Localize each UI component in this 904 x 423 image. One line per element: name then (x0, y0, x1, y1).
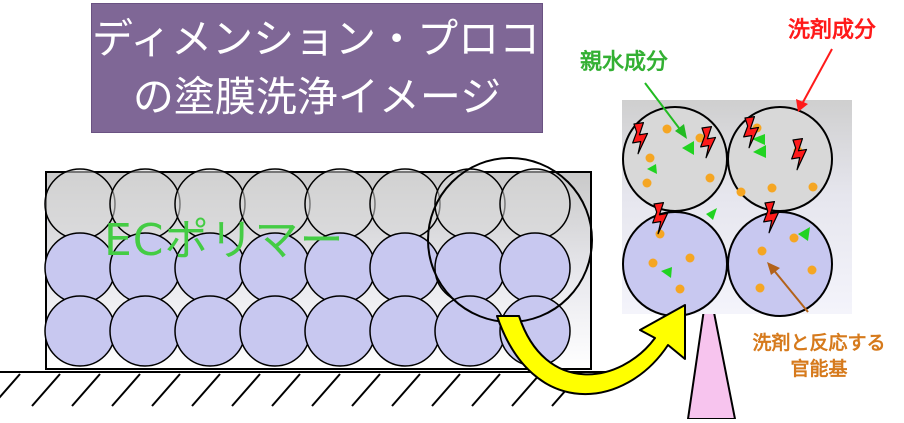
particle-dot (767, 183, 777, 193)
particle-dot (675, 284, 685, 294)
hatch-line (271, 373, 301, 407)
particle-dot (789, 233, 799, 243)
title-line-2: の塗膜洗浄イメージ (132, 73, 502, 121)
ground-hatching (0, 373, 581, 407)
title-line-1: ディメンション・プロコート (92, 15, 623, 63)
hatch-line (231, 373, 261, 407)
detergent-label: 洗剤成分 (788, 18, 877, 43)
reactive-label-line-2: 官能基 (790, 358, 848, 380)
lower-sphere (369, 295, 441, 367)
title-box: ディメンション・プロコート の塗膜洗浄イメージ (91, 3, 623, 133)
zoom-spheres (622, 106, 833, 317)
hatch-line (351, 373, 381, 407)
lower-zoom-sphere (727, 211, 833, 317)
lower-sphere (434, 295, 506, 367)
detergent-lightning (743, 116, 760, 149)
lower-sphere (44, 295, 116, 367)
hatch-line (471, 373, 501, 407)
detergent-lightning (632, 122, 649, 155)
hydrophilic-wedge (647, 164, 657, 174)
hatch-line (111, 373, 141, 407)
callout-arrows (644, 48, 833, 313)
hatch-line (71, 373, 101, 407)
hatch-line (511, 373, 541, 407)
detergent-lightning (700, 126, 717, 159)
hatch-line (151, 373, 181, 407)
particle-dot (736, 187, 746, 197)
lower-sphere (239, 295, 311, 367)
hydrophilic-wedge (752, 134, 765, 145)
hatch-line (0, 373, 21, 399)
particle-dot (642, 178, 652, 188)
yellow-arrow (496, 304, 686, 396)
lower-sphere (434, 232, 506, 304)
reactive-group-label: 洗剤と反応する 官能基 (734, 330, 904, 382)
hydrophilic-wedge (753, 145, 766, 158)
particle-dot (808, 182, 818, 192)
detergent-lightning (652, 202, 669, 235)
lower-sphere (304, 295, 376, 367)
lower-sphere (174, 295, 246, 367)
particle-dot (755, 283, 765, 293)
hydrophilic-wedge (661, 267, 672, 278)
detergent-lightning (763, 201, 780, 234)
hydrophilic-wedge (706, 208, 717, 220)
detergent-lightning (791, 138, 808, 171)
lower-sphere (369, 232, 441, 304)
hatch-line (31, 373, 61, 407)
particle-dot (645, 153, 655, 163)
upper-sphere (499, 168, 571, 240)
hydrophilic-wedge (682, 141, 694, 155)
particle-dot (807, 265, 817, 275)
hatch-line (431, 373, 461, 407)
hatch-line (391, 373, 421, 407)
hatch-line (311, 373, 341, 407)
lower-sphere (109, 295, 181, 367)
particle-dot (648, 258, 658, 268)
hatch-line (191, 373, 221, 407)
upper-sphere (434, 168, 506, 240)
particle-dot (705, 173, 715, 183)
middle-sphere-row (44, 232, 571, 304)
particle-dot (685, 253, 695, 263)
particle-dot (695, 133, 705, 143)
particle-dot (757, 246, 767, 256)
lower-zoom-sphere (622, 211, 728, 317)
particle-dot (655, 229, 665, 239)
bottom-sphere-row (44, 295, 571, 367)
lower-sphere (499, 232, 571, 304)
reactive-label-line-1: 洗剤と反応する (752, 332, 886, 354)
hydrophilic-wedge (798, 227, 810, 241)
polymer-label: ECポリマー (104, 215, 345, 266)
hydrophilic-label: 親水成分 (580, 50, 669, 75)
particle-dot (662, 124, 672, 134)
